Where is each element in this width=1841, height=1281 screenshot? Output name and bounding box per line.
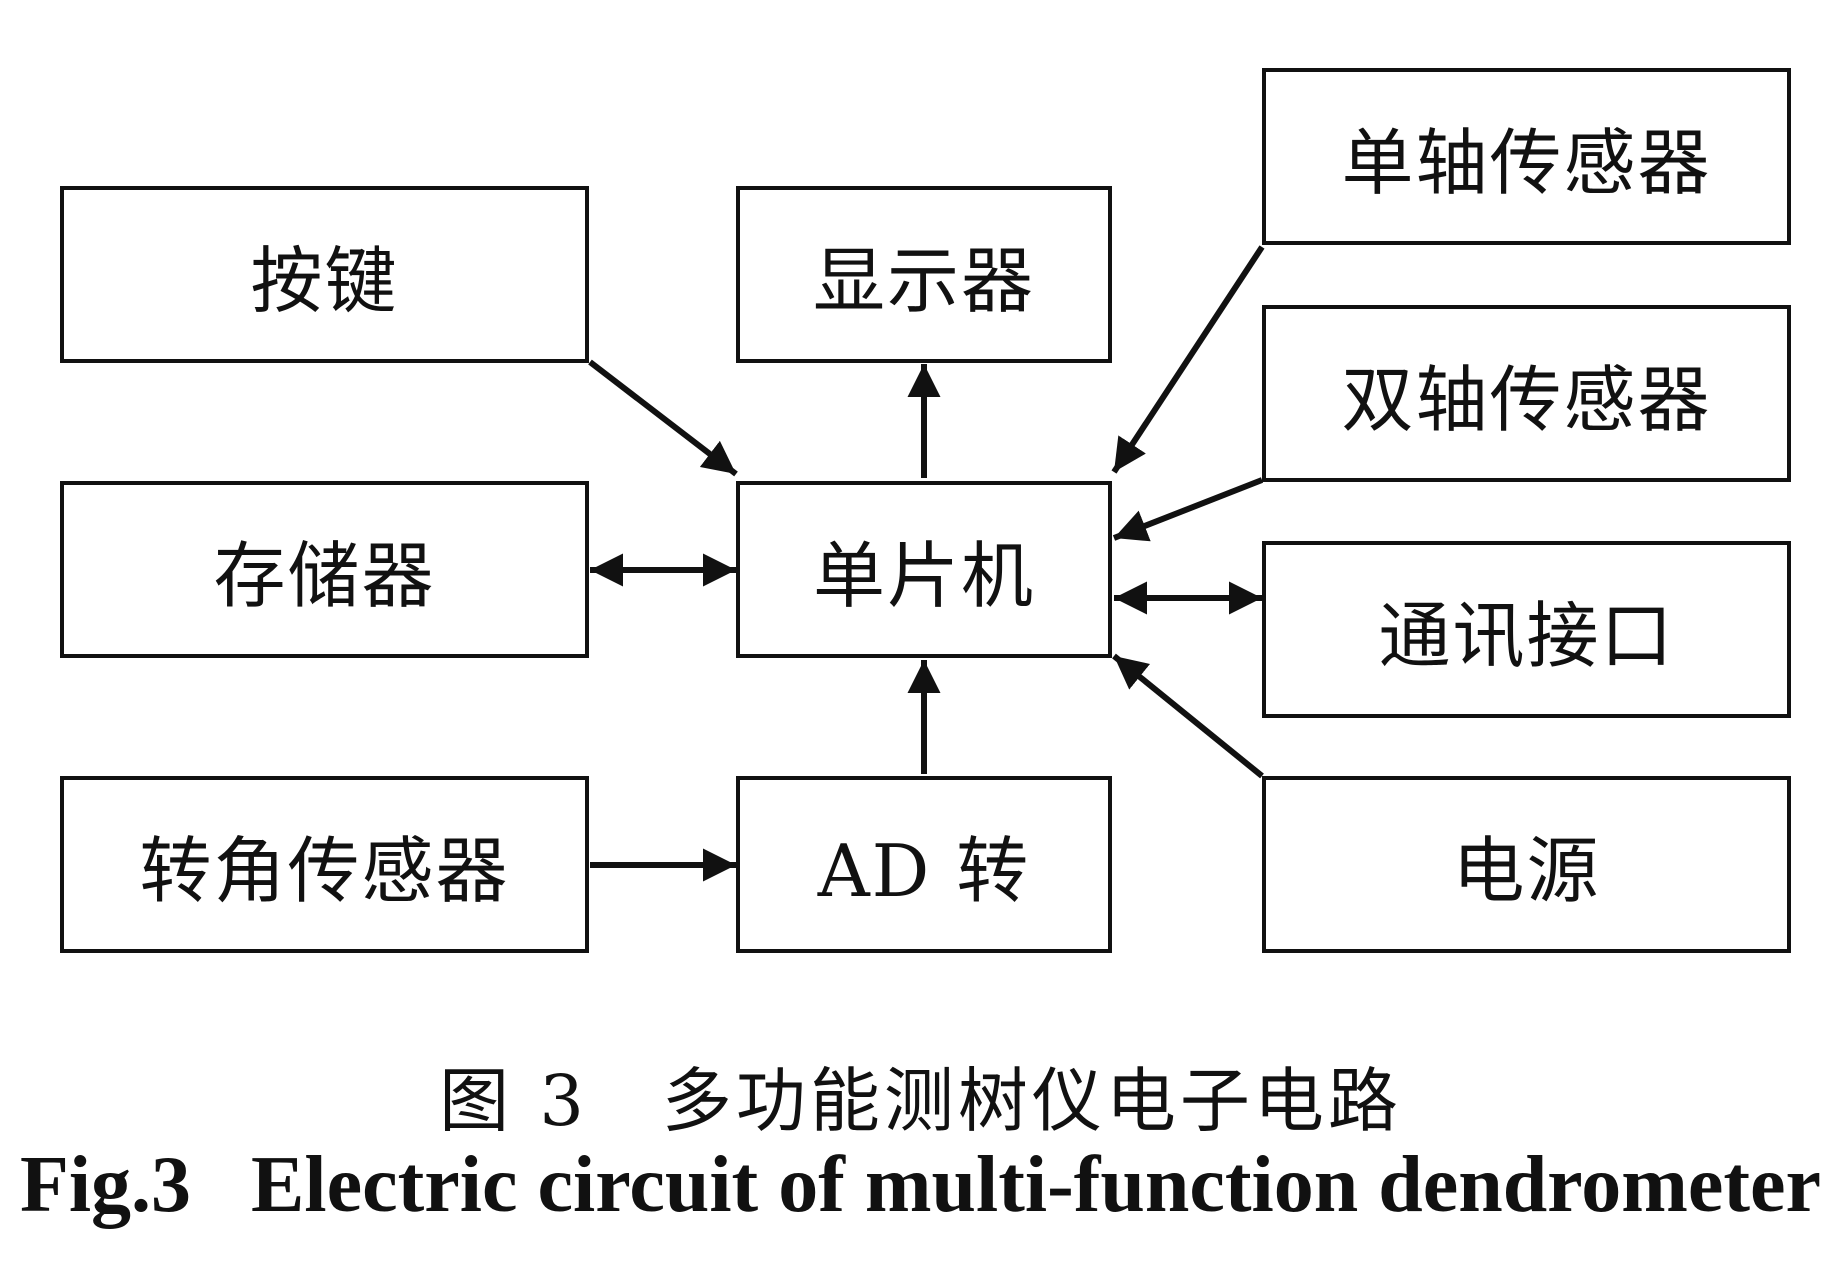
arrow-single-axis-to-mcu	[1111, 245, 1265, 474]
single-axis-sensor-box: 单轴传感器	[1262, 68, 1791, 245]
comm-interface-box: 通讯接口	[1262, 541, 1791, 718]
dual-axis-sensor-box: 双轴传感器	[1262, 305, 1791, 482]
arrow-dual-axis-to-mcu	[1112, 477, 1264, 542]
angle-sensor-box: 转角传感器	[60, 776, 589, 953]
display-box: 显示器	[736, 186, 1112, 363]
figure-caption-english: Fig.3 Electric circuit of multi-function…	[19, 1141, 1822, 1229]
arrow-power-to-mcu	[1112, 653, 1264, 779]
arrow-keys-to-mcu	[588, 359, 738, 477]
ad-converter-box: AD 转	[736, 776, 1112, 953]
mcu-box: 单片机	[736, 481, 1112, 658]
figure-caption-chinese: 图 3 多功能测树仪电子电路	[439, 1060, 1402, 1142]
keys-box: 按键	[60, 186, 589, 363]
power-supply-box: 电源	[1262, 776, 1791, 953]
memory-box: 存储器	[60, 481, 589, 658]
